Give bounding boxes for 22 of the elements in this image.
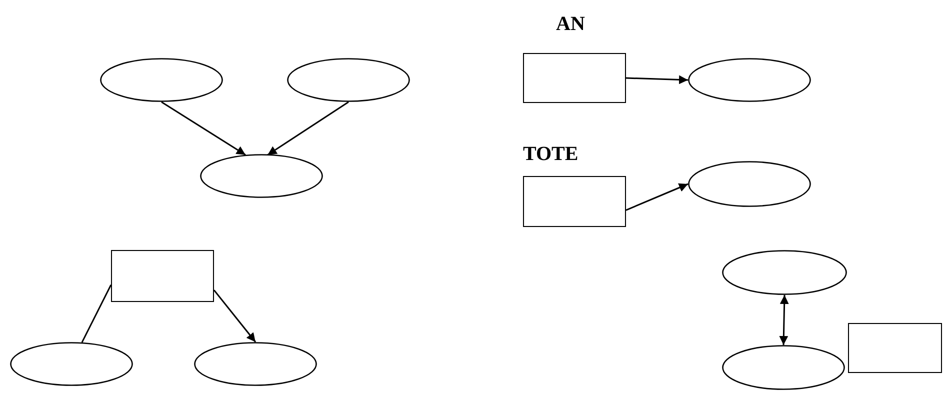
ellipse-node: [722, 250, 847, 295]
ellipse-node: [688, 161, 811, 207]
ellipse-node: [194, 342, 317, 386]
heading-label: AN: [556, 14, 585, 34]
rectangle-node: [523, 53, 626, 103]
ellipse-node: [100, 58, 223, 102]
rectangle-node: [523, 176, 626, 227]
rectangle-node: [848, 323, 942, 373]
arrow: [161, 101, 246, 156]
connector-line: [81, 284, 112, 343]
heading-label: TOTE: [523, 144, 578, 164]
arrow: [626, 183, 688, 211]
ellipse-node: [688, 58, 811, 102]
ellipse-node: [200, 154, 323, 198]
rectangle-node: [111, 250, 214, 302]
arrow: [267, 101, 349, 156]
ellipse-node: [287, 58, 410, 102]
ellipse-node: [722, 345, 845, 390]
ellipse-node: [10, 342, 133, 386]
arrow: [779, 294, 789, 346]
arrow: [213, 290, 256, 342]
arrow: [626, 75, 688, 84]
